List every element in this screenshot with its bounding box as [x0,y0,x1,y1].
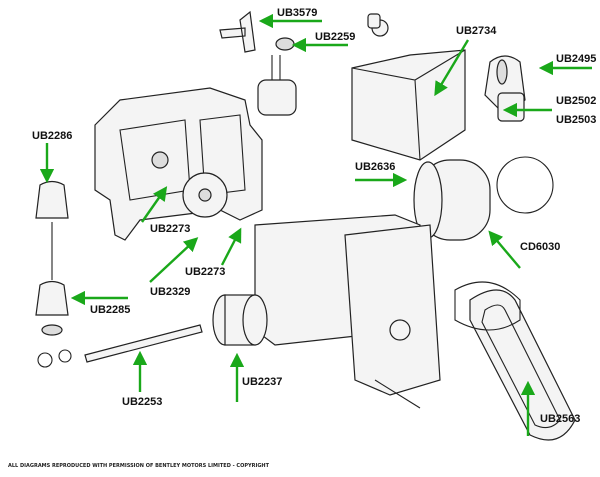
arrow-ub2329 [149,237,199,283]
label-ub2563: UB2563 [540,413,580,425]
cover-box [351,49,466,161]
arrow-cd6030 [488,230,521,269]
label-ub3579: UB3579 [277,7,317,19]
worm-shaft [84,324,203,363]
callout-arrows [39,13,592,436]
label-ub2285: UB2285 [90,304,130,316]
arrow-ub2273-a [141,186,168,223]
label-ub2273-b: UB2273 [185,266,225,278]
label-ub2503: UB2503 [556,114,596,126]
label-cd6030: CD6030 [520,241,560,253]
label-ub2237: UB2237 [242,376,282,388]
rubber-bellow-upper [35,180,69,219]
arrow-ub2273-b [220,227,242,266]
label-ub2329: UB2329 [150,286,190,298]
arrow-ub2734 [434,39,470,97]
copyright-footer: ALL DIAGRAMS REPRODUCED WITH PERMISSION … [8,463,270,469]
label-ub2495: UB2495 [556,53,596,65]
solenoid [257,79,297,116]
label-ub2502: UB2502 [556,95,596,107]
label-ub2259: UB2259 [315,31,355,43]
parts-illustration [35,10,576,441]
label-ub2253: UB2253 [122,396,162,408]
rubber-bellow-lower [35,280,69,316]
label-ub2734: UB2734 [456,25,497,37]
label-ub2636: UB2636 [355,161,395,173]
gearbox-housing [94,87,263,241]
label-ub2286: UB2286 [32,130,72,142]
label-ub2273-a: UB2273 [150,223,190,235]
oval-gasket [469,289,576,441]
part-labels: UB3579 UB2259 UB2734 UB2495 UB2502 UB250… [32,7,596,425]
